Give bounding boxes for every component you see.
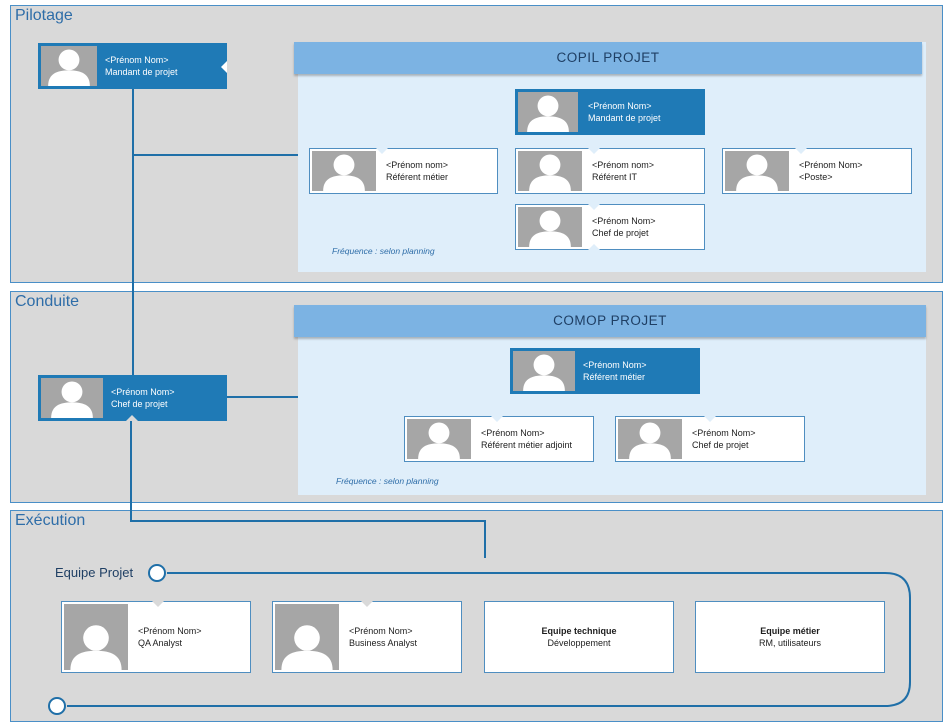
person-role: Référent IT [592,172,638,182]
team-name: Equipe technique [541,626,617,636]
person-name: <Prénom Nom> [592,216,656,226]
person-role: Chef de projet [592,228,649,238]
avatar [725,151,789,191]
avatar [41,46,97,86]
card-notch [588,148,600,154]
team-metier-card[interactable]: Equipe métier RM, utilisateurs [695,601,885,673]
card-notch [704,416,716,422]
conduite-title: Conduite [15,293,80,310]
person-silhouette-icon [618,419,682,459]
person-role: Référent métier adjoint [481,440,573,450]
avatar [407,419,471,459]
copil-poste-card[interactable]: <Prénom Nom> <Poste> [722,148,912,194]
person-role: Business Analyst [349,638,418,648]
conduite-chef-projet-card[interactable]: <Prénom Nom> Chef de projet [38,375,227,421]
person-name: <Prénom nom> [386,160,449,170]
person-name: <Prénom Nom> [588,101,652,111]
team-ba-card[interactable]: <Prénom Nom> Business Analyst [272,601,462,673]
comop-panel: COMOP PROJET [294,305,926,495]
card-notch [152,601,164,607]
avatar [518,207,582,247]
copil-mandant-card[interactable]: <Prénom Nom> Mandant de projet [515,89,705,135]
card-notch [795,148,807,154]
card-notch [588,244,600,250]
copil-referent-metier-card[interactable]: <Prénom nom> Référent métier [309,148,498,194]
card-notch [361,601,373,607]
person-silhouette-icon [41,46,97,86]
person-role: Mandant de projet [105,67,178,77]
card-notch [221,61,227,73]
copil-referent-it-card[interactable]: <Prénom nom> Référent IT [515,148,705,194]
person-silhouette-icon [275,604,339,670]
team-name: Equipe métier [760,626,820,636]
person-silhouette-icon [725,151,789,191]
person-role: Chef de projet [692,440,749,450]
connector-chef-down [130,420,132,522]
comop-title: COMOP PROJET [294,305,926,337]
person-role: <Poste> [799,172,833,182]
person-silhouette-icon [518,207,582,247]
team-role: RM, utilisateurs [758,638,821,648]
avatar [618,419,682,459]
person-role: Chef de projet [111,399,168,409]
comop-frequency: Fréquence : selon planning [336,476,439,486]
person-silhouette-icon [513,351,575,391]
person-name: <Prénom nom> [592,160,655,170]
copil-chef-projet-card[interactable]: <Prénom Nom> Chef de projet [515,204,705,250]
connector-pilotage-copil [132,154,298,156]
avatar [41,378,103,418]
comop-referent-metier-card[interactable]: <Prénom Nom> Référent métier [510,348,700,394]
person-role: QA Analyst [138,638,183,648]
person-role: Mandant de projet [588,113,661,123]
person-name: <Prénom Nom> [481,428,545,438]
avatar [275,604,339,670]
team-label: Equipe Projet [55,565,134,580]
avatar [312,151,376,191]
person-name: <Prénom Nom> [111,387,175,397]
person-silhouette-icon [518,151,582,191]
person-silhouette-icon [407,419,471,459]
person-silhouette-icon [518,92,578,132]
avatar [513,351,575,391]
team-role: Développement [547,638,611,648]
avatar [518,151,582,191]
execution-title: Exécution [15,512,86,529]
person-name: <Prénom Nom> [105,55,169,65]
comop-referent-adjoint-card[interactable]: <Prénom Nom> Référent métier adjoint [404,416,594,462]
person-silhouette-icon [312,151,376,191]
team-tech-card[interactable]: Equipe technique Développement [484,601,674,673]
person-name: <Prénom Nom> [349,626,413,636]
connector-to-equipe [130,520,486,522]
comop-chef-projet-card[interactable]: <Prénom Nom> Chef de projet [615,416,805,462]
person-name: <Prénom Nom> [138,626,202,636]
copil-frequency: Fréquence : selon planning [332,246,435,256]
card-notch [588,204,600,210]
person-role: Référent métier [583,372,646,382]
connector-conduite-comop [227,396,299,398]
avatar [64,604,128,670]
person-name: <Prénom Nom> [799,160,863,170]
card-notch [491,416,503,422]
connector-vertical-main [132,88,134,375]
card-notch [376,148,388,154]
avatar [518,92,578,132]
card-notch [126,415,138,421]
team-end-node-icon [48,697,66,715]
person-silhouette-icon [41,378,103,418]
pilotage-title: Pilotage [15,7,73,24]
person-silhouette-icon [64,604,128,670]
pilotage-mandant-card[interactable]: <Prénom Nom> Mandant de projet [38,43,227,89]
person-name: <Prénom Nom> [692,428,756,438]
team-qa-card[interactable]: <Prénom Nom> QA Analyst [61,601,251,673]
team-start-node-icon [148,564,166,582]
person-name: <Prénom Nom> [583,360,647,370]
copil-title: COPIL PROJET [294,42,922,74]
person-role: Référent métier [386,172,449,182]
connector-equipe-drop [484,520,486,558]
